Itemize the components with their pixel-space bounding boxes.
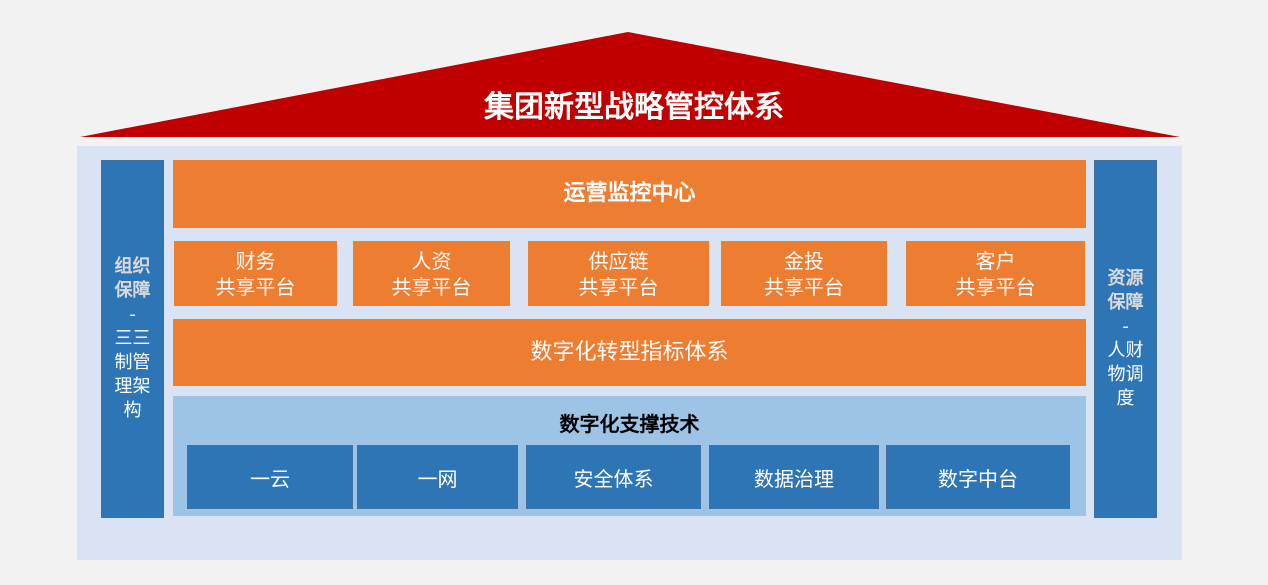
support-item-data-governance: 数据治理 <box>709 445 879 509</box>
pillar-text: 构 <box>123 400 142 421</box>
platform-supply-chain: 供应链 共享平台 <box>528 241 709 306</box>
indicator-system-block: 数字化转型指标体系 <box>173 319 1086 386</box>
pillar-text: 制管 <box>114 352 151 373</box>
platform-finance: 财务 共享平台 <box>174 241 337 306</box>
pillar-separator: - <box>129 304 136 325</box>
pillar-text: 理架 <box>114 376 151 397</box>
platform-label: 共享平台 <box>955 274 1036 299</box>
platform-name: 财务 <box>235 248 276 273</box>
support-item-network: 一网 <box>357 445 518 509</box>
monitoring-center-block: 运营监控中心 <box>173 160 1086 228</box>
roof <box>80 32 1180 137</box>
platform-investment: 金投 共享平台 <box>721 241 887 306</box>
roof-triangle <box>80 32 1180 137</box>
platform-label: 共享平台 <box>215 274 296 299</box>
platform-label: 共享平台 <box>391 274 472 299</box>
pillar-text: 三三 <box>114 328 151 349</box>
left-pillar-org-guarantee: 组织 保障 - 三三 制管 理架 构 <box>101 160 164 518</box>
pillar-heading: 保障 <box>1107 292 1144 313</box>
pillar-text: 度 <box>1116 388 1135 409</box>
platform-name: 客户 <box>975 248 1016 273</box>
pillar-text: 物调 <box>1107 364 1144 385</box>
platform-label: 共享平台 <box>764 274 844 299</box>
pillar-text: 人财 <box>1107 340 1144 361</box>
platform-name: 供应链 <box>588 248 649 273</box>
support-item-digital-platform: 数字中台 <box>886 445 1070 509</box>
diagram-title: 集团新型战略管控体系 <box>484 90 784 125</box>
support-item-security: 安全体系 <box>526 445 701 509</box>
platform-label: 共享平台 <box>578 274 659 299</box>
support-heading: 数字化支撑技术 <box>559 412 700 436</box>
platform-hr: 人资 共享平台 <box>353 241 510 306</box>
pillar-separator: - <box>1122 316 1129 337</box>
pillar-heading: 组织 <box>114 256 151 277</box>
pillar-heading: 资源 <box>1107 268 1144 289</box>
platform-name: 人资 <box>411 248 452 273</box>
right-pillar-resource-guarantee: 资源 保障 - 人财 物调 度 <box>1094 160 1157 518</box>
support-item-cloud: 一云 <box>187 445 353 509</box>
platform-name: 金投 <box>784 248 824 273</box>
pillar-heading: 保障 <box>114 280 151 301</box>
platform-customer: 客户 共享平台 <box>906 241 1085 306</box>
